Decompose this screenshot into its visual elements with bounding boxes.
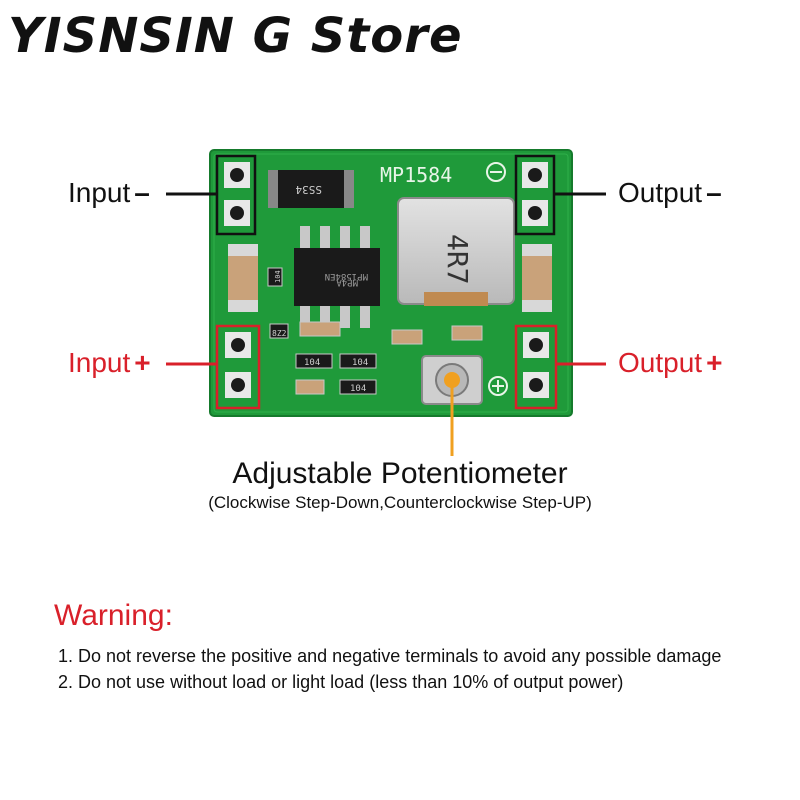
store-title: YISNSIN G Store: [8, 8, 463, 64]
output-pos-frame: [514, 324, 558, 410]
warning-item: 1. Do not reverse the positive and negat…: [58, 646, 722, 666]
label-output-positive-sign: +: [706, 347, 723, 378]
pcb-board: [209, 149, 573, 417]
inductor-label: 4R7: [441, 234, 474, 285]
diode: [268, 170, 354, 208]
small-label-2: 104: [274, 270, 282, 283]
model-label: MP1584: [380, 163, 452, 187]
warning-item: 2. Do not use without load or light load…: [58, 672, 624, 692]
label-input-negative-sign: –: [134, 177, 150, 208]
chip-text-1: MP1584EN: [325, 271, 368, 281]
resistor-label-3: 104: [350, 384, 366, 394]
minus-symbol-icon: [486, 162, 506, 182]
smd-components: [267, 267, 483, 395]
chip-text-2: MP4A: [336, 277, 358, 287]
label-output-negative-sign: –: [706, 177, 722, 208]
label-output-positive-text: Output: [618, 347, 703, 378]
label-input-negative-text: Input: [68, 177, 131, 208]
resistor-label-2: 104: [352, 358, 368, 368]
label-output-negative: Output–: [618, 177, 722, 209]
diode-label: SS34: [295, 183, 322, 196]
input-pos-frame: [215, 324, 261, 410]
potentiometer-title: Adjustable Potentiometer: [232, 457, 568, 490]
potentiometer-subtitle: (Clockwise Step-Down,Counterclockwise St…: [208, 493, 592, 512]
label-output-negative-text: Output: [618, 177, 703, 208]
ic-chip: [294, 248, 380, 306]
label-input-positive: Input+: [68, 347, 151, 379]
plus-symbol-icon: [488, 376, 508, 396]
small-label-1: 8Z2: [272, 329, 287, 338]
label-output-positive: Output+: [618, 347, 722, 379]
label-input-positive-text: Input: [68, 347, 131, 378]
potentiometer-knob-icon: [444, 372, 460, 388]
warning-title: Warning:: [54, 599, 173, 632]
label-input-positive-sign: +: [134, 347, 151, 378]
label-input-negative: Input–: [68, 177, 150, 209]
resistor-label-1: 104: [304, 358, 320, 368]
